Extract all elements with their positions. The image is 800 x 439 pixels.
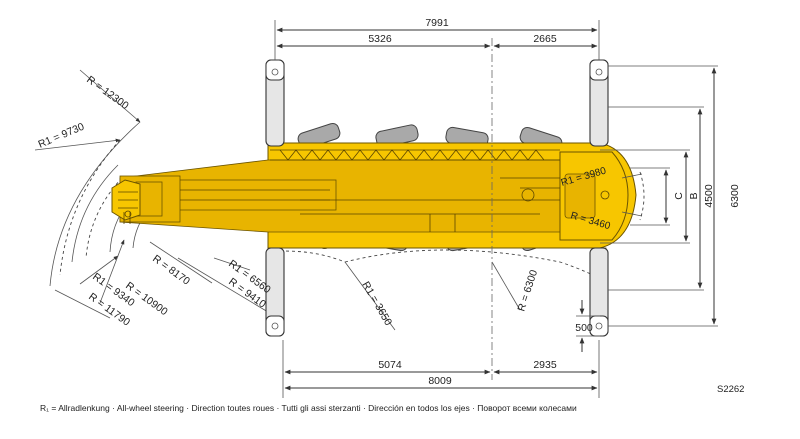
dim-top-overall: 7991 (425, 17, 449, 29)
dim-bottom-right: 2935 (533, 359, 557, 371)
dim-top-left: 5326 (368, 33, 392, 45)
dim-500: 500 (575, 322, 593, 334)
right-dimensions: 6300 4500 B C 500 (575, 65, 741, 352)
top-dimensions: 7991 5326 2665 (276, 17, 598, 49)
crane-body (111, 95, 637, 297)
footer-legend: R₁ = Allradlenkung · All-wheel steering … (40, 403, 577, 413)
dim-bottom-left: 5074 (378, 359, 402, 371)
dim-width-4500: 4500 (703, 184, 715, 208)
dim-width-6300: 6300 (729, 184, 741, 208)
bottom-dimensions: 5074 2935 8009 (284, 359, 598, 391)
radius-label-r1-3650: R1 = 3650 (359, 280, 394, 328)
radius-label-r1-9730: R1 = 9730 (36, 121, 86, 151)
radius-label-12300: R = 12300 (84, 74, 131, 112)
outrigger-pad (589, 59, 609, 81)
radius-label-8170: R = 8170 (150, 253, 192, 288)
outriggers (265, 59, 609, 337)
dim-top-right: 2665 (533, 33, 557, 45)
drawing-code: S2262 (717, 384, 745, 395)
radius-label-6300: R = 6300 (515, 268, 540, 313)
dim-b: B (688, 192, 700, 199)
outrigger-pad (265, 315, 285, 337)
dim-c: C (673, 192, 685, 200)
radius-leaders (34, 69, 521, 331)
outrigger-pad (265, 59, 285, 81)
dim-bottom-overall: 8009 (428, 375, 452, 387)
